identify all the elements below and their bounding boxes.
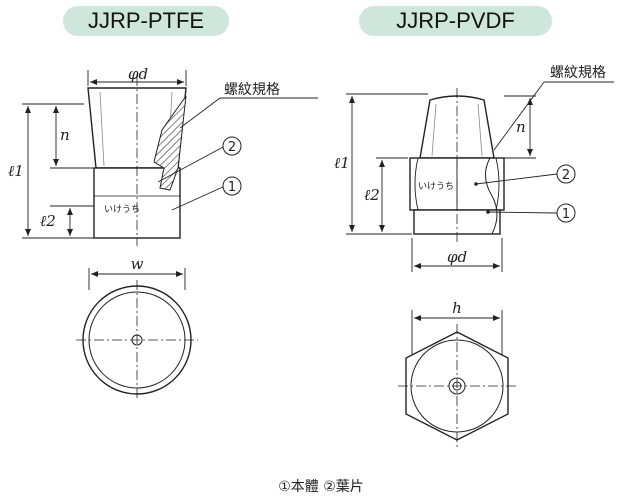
ptfe-side-view xyxy=(87,76,187,246)
pvdf-phi-d-label: φd xyxy=(447,248,467,266)
pvdf-side-view xyxy=(409,88,505,244)
svg-text:1: 1 xyxy=(562,207,570,222)
pvdf-n-label: n xyxy=(516,118,526,136)
pvdf-thread-spec-label: 螺紋規格 xyxy=(550,65,606,81)
pvdf-dimensions xyxy=(346,81,614,272)
pvdf-top-view xyxy=(398,310,516,448)
ptfe-dimensions xyxy=(22,70,318,239)
ptfe-marking: いけうち xyxy=(104,204,140,215)
ptfe-l2-label: ℓ2 xyxy=(40,212,56,230)
pvdf-l1-label: ℓ1 xyxy=(334,154,350,172)
ptfe-callout-2: 2 xyxy=(222,136,242,156)
ptfe-l1-label: ℓ1 xyxy=(8,162,24,180)
ptfe-thread-spec-label: 螺紋規格 xyxy=(224,82,280,98)
model-title-pvdf: JJRP-PVDF xyxy=(359,6,552,36)
parts-legend: ①本體 ②葉片 xyxy=(278,479,364,495)
pvdf-h-label: h xyxy=(452,299,462,317)
svg-text:1: 1 xyxy=(228,180,236,195)
ptfe-n-label: n xyxy=(60,126,70,144)
ptfe-w-label: w xyxy=(131,255,144,273)
ptfe-phi-d-label: φd xyxy=(128,65,148,83)
pvdf-marking: いけうち xyxy=(418,181,454,192)
model-title-ptfe: JJRP-PTFE xyxy=(63,6,229,36)
svg-text:2: 2 xyxy=(228,140,236,155)
ptfe-top-view xyxy=(76,268,198,400)
pvdf-callout-2: 2 xyxy=(556,164,576,184)
svg-text:2: 2 xyxy=(562,168,570,183)
ptfe-callout-1: 1 xyxy=(222,176,242,196)
pvdf-l2-label: ℓ2 xyxy=(364,186,380,204)
pvdf-callout-1: 1 xyxy=(556,203,576,223)
